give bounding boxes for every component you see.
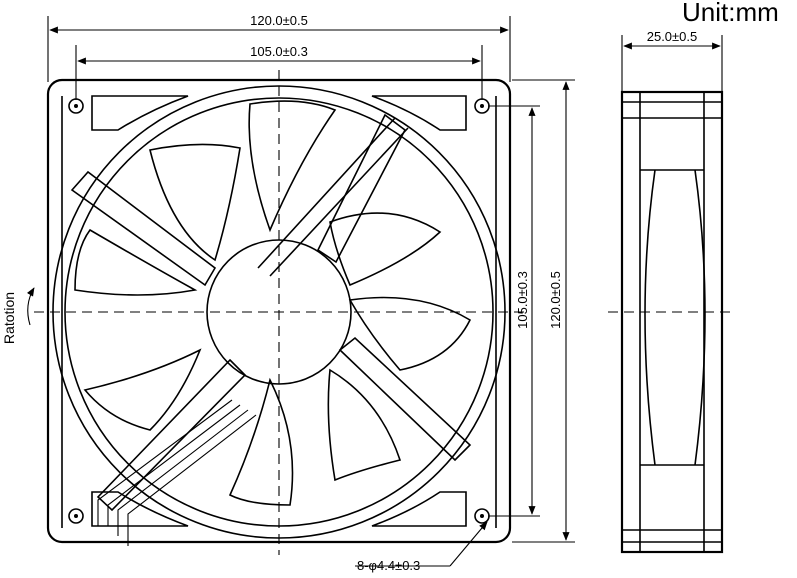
side-venturi bbox=[640, 169, 706, 466]
fan-blades bbox=[74, 100, 472, 506]
unit-label: Unit:mm bbox=[682, 0, 779, 27]
rotation-label: Ratotion bbox=[1, 292, 17, 344]
fan-frame-inner bbox=[91, 95, 189, 131]
side-flange-top bbox=[622, 92, 722, 119]
overall-width-label: 120.0±0.5 bbox=[250, 13, 308, 28]
side-view: 25.0±0.5 Unit:mm bbox=[608, 0, 779, 554]
corner-pocket-bl bbox=[91, 491, 189, 527]
hole-pitch-height-label: 105.0±0.3 bbox=[515, 271, 530, 329]
thickness-label: 25.0±0.5 bbox=[647, 29, 698, 44]
corner-pocket-tr bbox=[371, 95, 467, 131]
dimension-overall-width: 120.0±0.5 bbox=[47, 13, 511, 82]
dimension-hole-pitch-width: 105.0±0.3 bbox=[75, 44, 483, 100]
rotation-indicator: Ratotion bbox=[1, 287, 35, 344]
frame-side-walls bbox=[61, 96, 497, 528]
hole-callout-label: 8-φ4.4±0.3 bbox=[357, 558, 420, 573]
hole-callout: 8-φ4.4±0.3 bbox=[355, 521, 488, 573]
side-flange-bottom bbox=[622, 529, 722, 552]
overall-height-label: 120.0±0.5 bbox=[548, 271, 563, 329]
dimension-hole-pitch-height: 105.0±0.3 bbox=[488, 105, 540, 517]
side-body bbox=[639, 118, 705, 530]
dimension-overall-height: 120.0±0.5 bbox=[512, 79, 575, 543]
side-frame-outer bbox=[620, 90, 724, 554]
cable-exit bbox=[97, 399, 257, 546]
frame-struts bbox=[70, 113, 472, 512]
rotation-arrow-icon bbox=[26, 287, 35, 326]
hole-pitch-width-label: 105.0±0.3 bbox=[250, 44, 308, 59]
dimension-thickness: 25.0±0.5 bbox=[621, 29, 723, 92]
corner-pocket-br bbox=[371, 491, 467, 527]
front-view: 120.0±0.5 105.0±0.3 105.0±0.3 120.0±0.5 bbox=[1, 13, 575, 573]
